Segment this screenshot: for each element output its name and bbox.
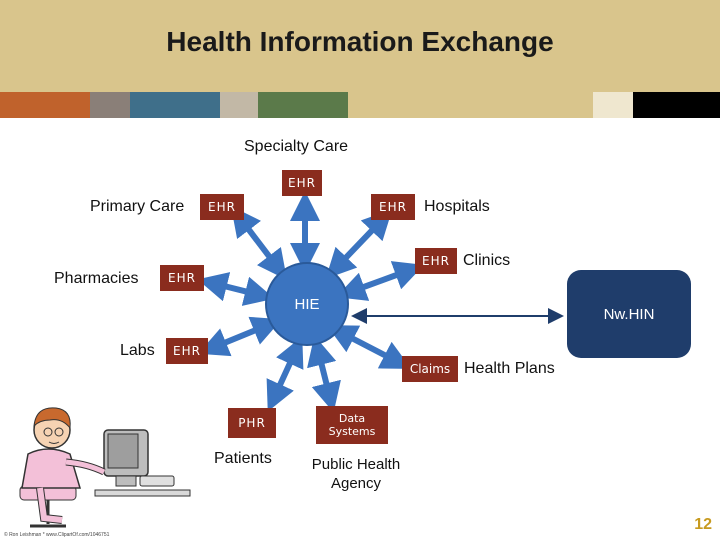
- clinics-ehr-box: EHR: [415, 248, 457, 274]
- hospitals-label: Hospitals: [424, 198, 490, 215]
- patient-clipart: © Ron Leishman * www.ClipartOf.com/10467…: [0, 392, 196, 540]
- public-health-label: Public Health Agency: [311, 456, 401, 492]
- woman-at-computer-icon: [19, 407, 191, 528]
- labs-ehr-box: EHR: [166, 338, 208, 364]
- patients-label: Patients: [214, 450, 272, 467]
- stripe-3: [130, 92, 220, 118]
- header-band: [0, 0, 720, 92]
- arrow-primary: [230, 206, 288, 280]
- arrow-pharmacies: [197, 272, 275, 306]
- stripe-8: [633, 92, 720, 118]
- arrow-phr: [266, 336, 304, 412]
- arrow-claims: [326, 325, 412, 369]
- hospitals-ehr-box: EHR: [371, 194, 415, 220]
- page-number: 12: [694, 516, 712, 533]
- claims-box: Claims: [402, 356, 458, 382]
- stripe-6: [348, 92, 593, 118]
- arrow-hospitals: [325, 209, 393, 279]
- arrow-clinics: [335, 261, 425, 301]
- primary-care-label: Primary Care: [90, 198, 185, 215]
- pharmacies-label: Pharmacies: [54, 270, 139, 287]
- health-plans-label: Health Plans: [464, 360, 555, 377]
- stripe-7: [593, 92, 633, 118]
- specialty-ehr-box: EHR: [282, 170, 322, 196]
- labs-label: Labs: [120, 342, 155, 359]
- stripe-2: [90, 92, 130, 118]
- arrow-data: [307, 335, 341, 413]
- pharmacies-ehr-box: EHR: [160, 265, 204, 291]
- stripe-5: [258, 92, 348, 118]
- clinics-label: Clinics: [463, 252, 511, 269]
- data-systems-box: Data Systems: [316, 406, 388, 444]
- hie-hub: HIE: [265, 262, 349, 346]
- arrow-labs: [198, 316, 282, 357]
- clipart-credit: © Ron Leishman * www.ClipartOf.com/10467…: [4, 532, 110, 538]
- stripe-1: [0, 92, 90, 118]
- page-title: Health Information Exchange: [166, 26, 554, 57]
- primary-ehr-box: EHR: [200, 194, 244, 220]
- stripe-4: [220, 92, 258, 118]
- phr-box: PHR: [228, 408, 276, 438]
- specialty-care-label: Specialty Care: [244, 138, 349, 155]
- nwhin-box: Nw.HIN: [567, 270, 691, 358]
